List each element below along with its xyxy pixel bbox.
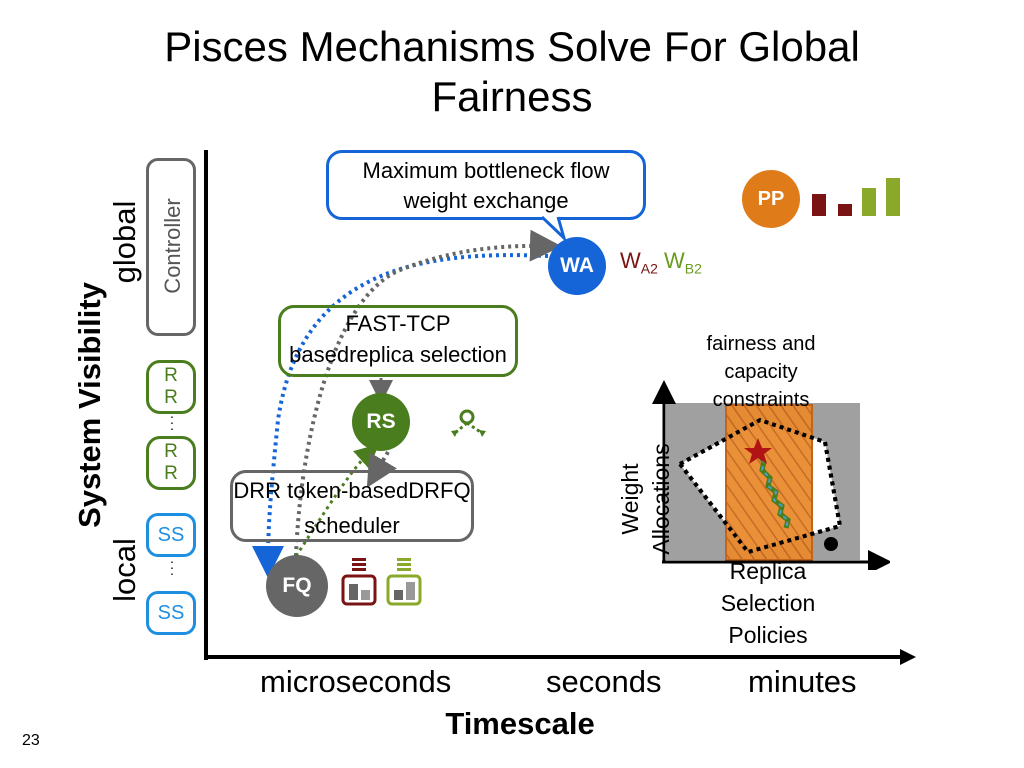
x-tick-seconds: seconds bbox=[546, 664, 662, 699]
pp-bar-icon bbox=[812, 178, 900, 216]
inset-x-label: Replica Selection Policies bbox=[720, 558, 816, 648]
callout-weight-exchange: Maximum bottleneck flow weight exchange bbox=[326, 150, 646, 220]
ss-box-bottom: SS bbox=[146, 591, 196, 635]
queue-icon-green bbox=[386, 558, 422, 606]
rr-box-top-r2: R bbox=[164, 387, 178, 408]
ss-box-top: SS bbox=[146, 513, 196, 557]
replica-split-icon bbox=[451, 409, 486, 437]
callout-wa-tail bbox=[540, 216, 567, 242]
rr-box-bottom-r2: R bbox=[164, 463, 178, 484]
inset-constraints-label: fairness and capacity constraints bbox=[706, 333, 816, 411]
node-wa: WA bbox=[548, 237, 606, 295]
inset-plot bbox=[652, 380, 890, 570]
inset-star-marker bbox=[744, 438, 772, 464]
slide-title: Pisces Mechanisms Solve For Global Fairn… bbox=[0, 22, 1024, 122]
controller-box bbox=[146, 158, 196, 336]
page-number: 23 bbox=[22, 732, 40, 749]
title-line-1: Pisces Mechanisms Solve For Global bbox=[164, 23, 860, 70]
callout-replica-selection: FAST-TCP basedreplica selection bbox=[278, 305, 518, 377]
x-axis-arrowhead bbox=[900, 649, 916, 665]
x-tick-minutes: minutes bbox=[748, 664, 857, 699]
x-axis-title: Timescale bbox=[445, 706, 595, 741]
queue-icons bbox=[341, 558, 422, 606]
node-rs: RS bbox=[352, 393, 410, 451]
weight-b2: WB2 bbox=[664, 248, 702, 277]
weight-labels: WA2 WB2 bbox=[620, 248, 702, 276]
green-dotted-arrow bbox=[294, 443, 379, 557]
rr-ellipsis: ··· bbox=[169, 408, 175, 436]
inset-y-label: Weight Allocations bbox=[617, 443, 674, 555]
inset-black-dot bbox=[824, 537, 838, 551]
rr-box-top-r1: R bbox=[164, 365, 178, 386]
x-tick-microseconds: microseconds bbox=[260, 664, 452, 699]
blue-dotted-arrow bbox=[252, 253, 549, 578]
rr-box-top: R R bbox=[146, 360, 196, 414]
y-axis-line bbox=[204, 150, 208, 660]
weight-a2: WA2 bbox=[620, 248, 658, 277]
ss-ellipsis: ··· bbox=[169, 553, 175, 581]
title-line-2: Fairness bbox=[431, 73, 593, 120]
node-pp: PP bbox=[742, 170, 800, 228]
rr-box-bottom-r1: R bbox=[164, 441, 178, 462]
node-fq: FQ bbox=[266, 555, 328, 617]
x-axis-line bbox=[204, 655, 904, 659]
rr-box-bottom: R R bbox=[146, 436, 196, 490]
queue-icon-red bbox=[341, 558, 377, 606]
callout-drfq-scheduler: DRR token-basedDRFQ scheduler bbox=[230, 470, 474, 542]
